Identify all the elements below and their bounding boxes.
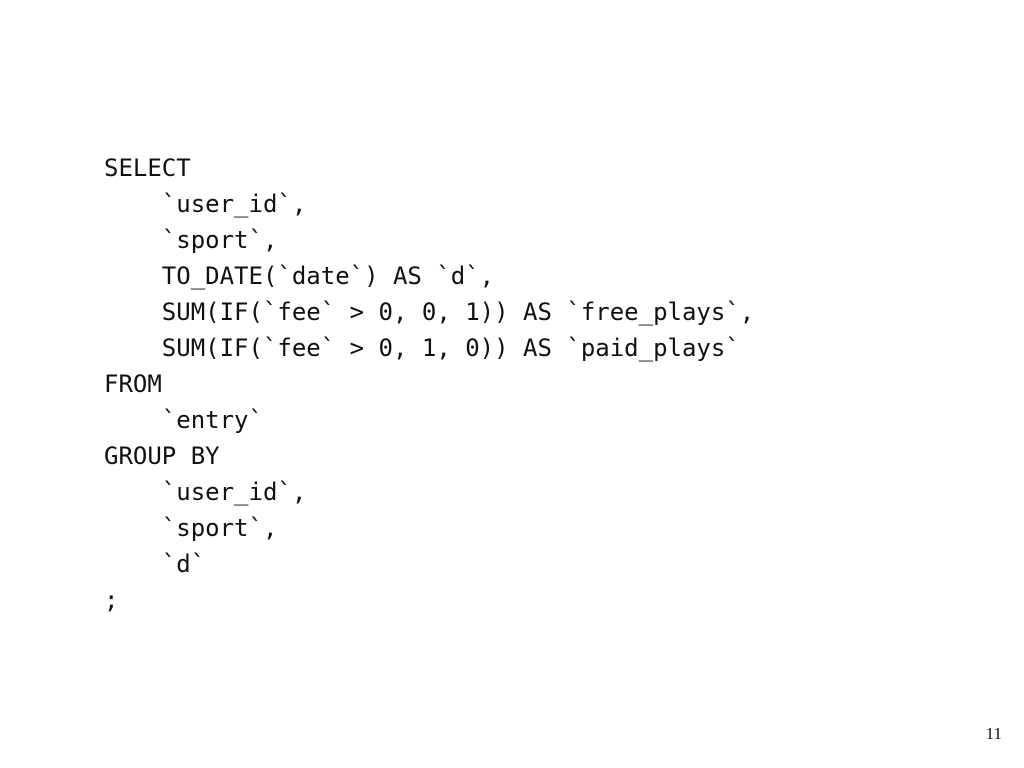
code-line: TO_DATE(`date`) AS `d`,	[104, 262, 495, 290]
code-line: FROM	[104, 370, 162, 398]
code-line: `user_id`,	[104, 478, 307, 506]
code-line: SELECT	[104, 154, 191, 182]
code-line: `user_id`,	[104, 190, 307, 218]
code-line: SUM(IF(`fee` > 0, 0, 1)) AS `free_plays`…	[104, 298, 755, 326]
code-line: `entry`	[104, 406, 263, 434]
code-line: `sport`,	[104, 226, 278, 254]
code-line: `d`	[104, 550, 206, 578]
code-line: ;	[104, 586, 119, 614]
code-line: GROUP BY	[104, 442, 220, 470]
sql-code-block: SELECT `user_id`, `sport`, TO_DATE(`date…	[104, 150, 754, 618]
code-line: `sport`,	[104, 514, 278, 542]
page-number: 11	[985, 724, 1002, 743]
code-line: SUM(IF(`fee` > 0, 1, 0)) AS `paid_plays`	[104, 334, 740, 362]
